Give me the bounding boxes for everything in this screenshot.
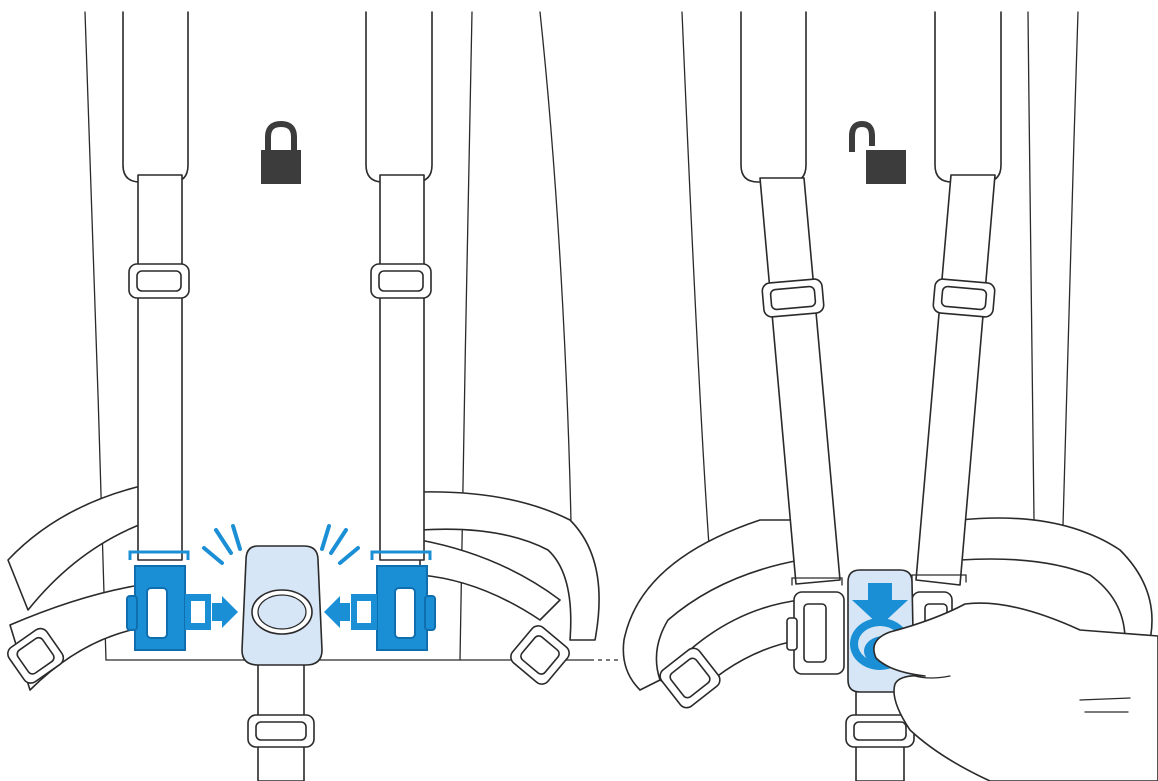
- arrow-right-icon: [212, 596, 238, 628]
- right-buckle-tongue: [351, 552, 435, 650]
- lock-closed-icon: [261, 124, 301, 184]
- panel-locked: [5, 12, 599, 781]
- right-strap-adjuster-slot: [379, 271, 423, 291]
- left-shoulder-strap: [138, 175, 182, 560]
- click-lines-right: [322, 526, 358, 563]
- left-shoulder-pad: [741, 12, 806, 182]
- left-buckle-tongue: [127, 552, 211, 650]
- lock-open-icon: [852, 124, 906, 184]
- right-hip-adjuster: [508, 623, 573, 688]
- center-buckle: [242, 546, 322, 665]
- left-strap-adjuster: [762, 278, 825, 317]
- left-buckle-tongue: [787, 592, 844, 674]
- right-lower-belt: [420, 540, 560, 620]
- crotch-strap-adjuster-slot: [256, 722, 306, 740]
- crotch-strap-adjuster-slot: [854, 722, 906, 740]
- right-shoulder-strap: [380, 175, 424, 560]
- arrow-left-icon: [324, 596, 350, 628]
- hand: [874, 603, 1158, 781]
- left-shoulder-pad: [123, 12, 188, 182]
- click-lines-left: [204, 526, 240, 563]
- right-strap-adjuster: [933, 278, 996, 317]
- left-strap-adjuster-slot: [137, 271, 181, 291]
- right-shoulder-pad: [366, 12, 432, 182]
- panel-unlocked: [623, 12, 1158, 781]
- right-shoulder-pad: [935, 12, 1001, 182]
